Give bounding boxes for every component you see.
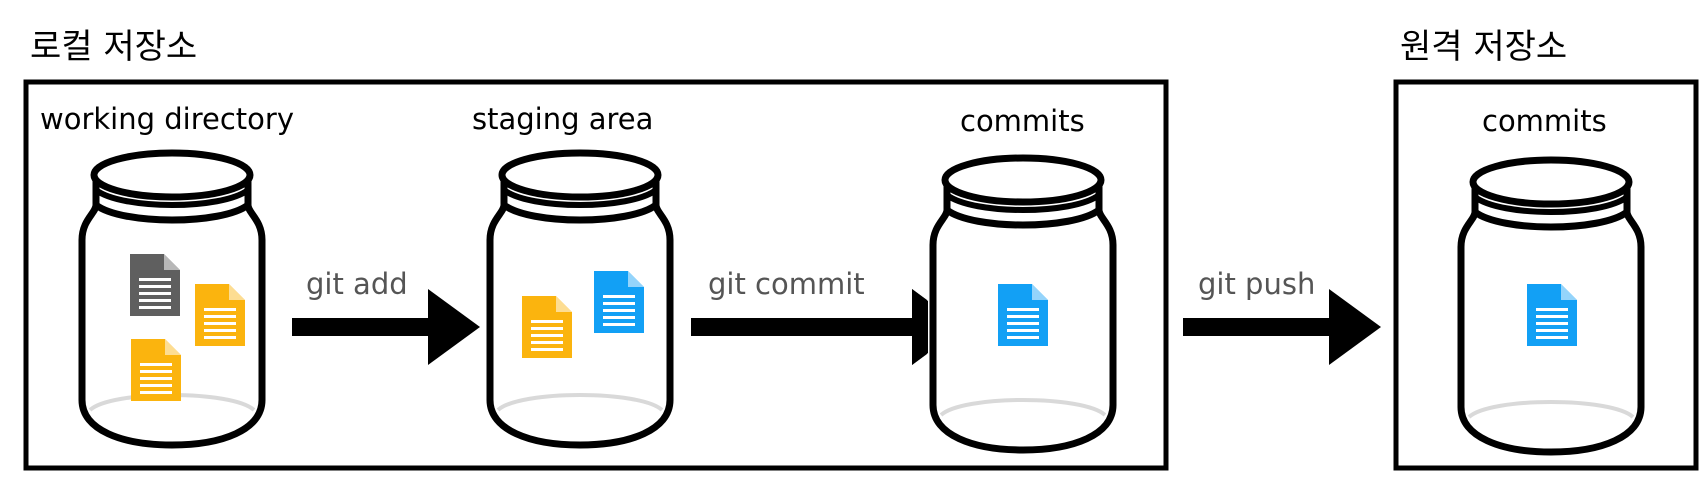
blue-document-icon <box>594 271 644 333</box>
working-directory-label: working directory <box>40 102 294 136</box>
git-commit-label: git commit <box>708 267 865 301</box>
staging-area-label: staging area <box>472 102 653 136</box>
blue-document-icon <box>1527 284 1577 346</box>
blue-document-icon <box>998 284 1048 346</box>
local-commits-label: commits <box>960 104 1085 138</box>
remote-commits-label: commits <box>1482 104 1607 138</box>
git-push-arrow <box>1183 289 1381 365</box>
orange-document-icon <box>131 339 181 401</box>
remote-repo-box <box>1393 79 1699 471</box>
git-add-arrow <box>292 289 480 365</box>
orange-document-icon <box>195 284 245 346</box>
gray-document-icon <box>130 254 180 316</box>
local-repo-title: 로컬 저장소 <box>30 27 197 67</box>
git-add-label: git add <box>306 267 408 301</box>
orange-document-icon <box>522 296 572 358</box>
git-push-label: git push <box>1198 267 1315 301</box>
local-repo-box <box>23 79 1169 471</box>
remote-repo-title: 원격 저장소 <box>1400 27 1567 67</box>
git-commit-arrow <box>691 289 928 365</box>
